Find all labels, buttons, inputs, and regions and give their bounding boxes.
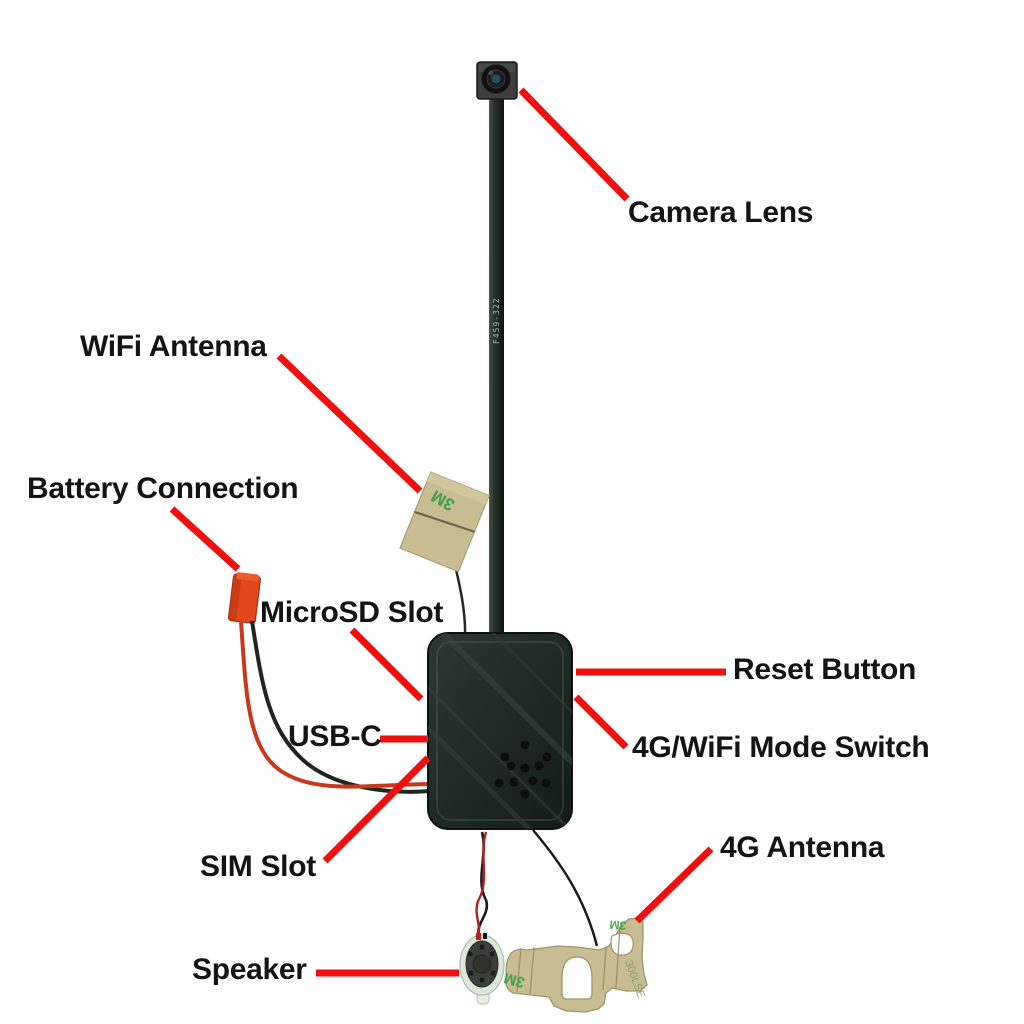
ribbon-code-text: F459-322: [492, 297, 501, 344]
antenna-3m-text-right: 3M: [609, 917, 627, 932]
label-camera-lens: Camera Lens: [628, 196, 814, 229]
battery-wire-red: [239, 620, 431, 789]
battery-connector: [227, 572, 261, 624]
label-sim-slot: SIM Slot: [200, 850, 316, 883]
label-battery-connection: Battery Connection: [27, 472, 299, 505]
4g-antenna-sticker: 3M 3M 300LSE: [502, 917, 648, 1013]
wifi-antenna-sticker: 3M: [399, 471, 490, 573]
4g-antenna-wire: [532, 829, 599, 947]
label-wifi-antenna: WiFi Antenna: [80, 330, 267, 363]
label-microsd-slot: MicroSD Slot: [260, 596, 444, 629]
label-mode-switch: 4G/WiFi Mode Switch: [632, 731, 930, 764]
speaker-grille-holes: [494, 740, 552, 799]
leader-line-wifi-antenna: [276, 353, 423, 494]
label-4g-antenna: 4G Antenna: [720, 831, 885, 864]
device-body: [427, 632, 573, 830]
antenna-3m-text-left: 3M: [502, 969, 527, 991]
battery-wire-black: [250, 620, 431, 794]
leader-line-battery-connection: [169, 506, 241, 572]
label-reset-button: Reset Button: [733, 653, 917, 686]
speaker-part: [459, 933, 505, 1005]
camera-module: [476, 61, 518, 100]
leader-line-4g-antenna: [634, 846, 714, 924]
leader-line-sim-slot: [322, 755, 431, 864]
leader-line-camera-lens: [518, 87, 630, 202]
label-speaker: Speaker: [192, 953, 307, 986]
label-usb-c: USB-C: [288, 720, 382, 753]
leader-line-microsd-slot: [349, 627, 424, 702]
leader-line-mode-switch: [573, 694, 629, 750]
antenna-keyhole-cutout: [561, 956, 593, 1000]
speaker-wire: [475, 831, 489, 939]
camera-ribbon-cable: [489, 92, 504, 642]
